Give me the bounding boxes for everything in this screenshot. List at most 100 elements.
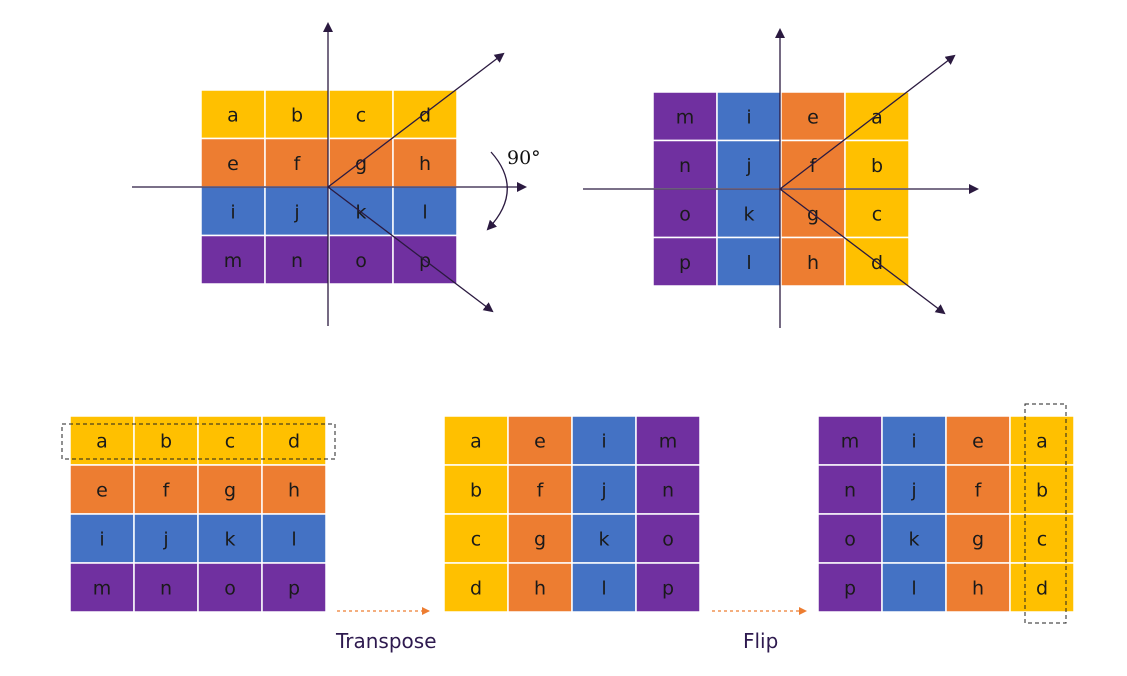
grid-cell — [264, 234, 330, 285]
grid-cell-label: i — [230, 201, 235, 223]
grid-cell — [817, 562, 883, 613]
grid-cell-label: i — [99, 529, 104, 551]
grid-cell-label: l — [422, 201, 427, 223]
grid-cell-label: c — [471, 529, 481, 551]
diagonal-axis-up — [779, 54, 956, 190]
grid-cell-label: m — [676, 106, 695, 128]
grid-cell — [507, 562, 573, 613]
grid-cell-label: m — [841, 431, 860, 453]
grid-cell — [844, 188, 910, 239]
grid-cell-label: l — [291, 529, 296, 551]
diagonal-axis-down — [327, 186, 494, 313]
grid-cell-label: g — [972, 529, 984, 551]
grid-cell-label: k — [908, 529, 919, 551]
grid-cell — [507, 464, 573, 515]
grid-cell-label: p — [662, 578, 674, 600]
grid-cell — [945, 562, 1011, 613]
grid-cell-label: p — [288, 578, 300, 600]
grid-cell-label: e — [534, 431, 546, 453]
grid-cell — [844, 91, 910, 142]
grid-cell-label: p — [679, 252, 691, 274]
grid-cell-label: h — [972, 578, 984, 600]
axes-rotated — [583, 28, 979, 328]
grid-cell-label: d — [419, 104, 431, 126]
grid-cell — [780, 236, 846, 287]
axes-original: 90° — [132, 22, 541, 326]
rotation-arrow — [486, 151, 508, 231]
grid-cell-label: k — [598, 529, 609, 551]
grid-cell — [443, 562, 509, 613]
grid-cell-label: m — [224, 250, 243, 272]
grid-cell — [261, 562, 327, 613]
grid-cell-label: j — [600, 480, 606, 502]
grid-cell-label: m — [93, 578, 112, 600]
grid-cell-label: m — [659, 431, 678, 453]
grid-cell — [200, 89, 266, 140]
grid-cell-label: j — [162, 529, 168, 551]
grid-cell-label: g — [534, 529, 546, 551]
grid-cell — [392, 186, 458, 237]
grid-cell-label: f — [975, 480, 983, 502]
rotation-angle-label: 90° — [507, 147, 541, 169]
grid-cell — [1009, 562, 1075, 613]
grid-cell — [881, 513, 947, 564]
grid-cell-label: j — [745, 155, 751, 177]
grid-cell — [507, 415, 573, 466]
grid-cell-label: e — [227, 153, 239, 175]
grid-cell — [69, 464, 135, 515]
grid-cell-label: c — [225, 431, 235, 453]
grid-cell — [328, 89, 394, 140]
grid-cell — [817, 464, 883, 515]
grid-cell-label: b — [1036, 480, 1048, 502]
grid-cell-label: b — [291, 104, 303, 126]
grid-cell — [1009, 513, 1075, 564]
grid-cell-label: a — [470, 431, 482, 453]
diagonal-axis-up — [327, 52, 505, 188]
grid-cell-label: d — [470, 578, 482, 600]
grid-cell-label: o — [355, 250, 367, 272]
grid-cell — [264, 89, 330, 140]
grid-cell — [69, 562, 135, 613]
grid-cell — [945, 513, 1011, 564]
grid-cell-label: j — [910, 480, 916, 502]
grid-cell-label: a — [96, 431, 108, 453]
grid-cell-label: g — [355, 153, 367, 175]
grid-cell-label: h — [419, 153, 431, 175]
grid-cell-label: n — [679, 155, 691, 177]
grid-cell-label: a — [227, 104, 239, 126]
grid-cell-label: f — [163, 480, 171, 502]
grid-cell — [635, 464, 701, 515]
grid-cell — [571, 562, 637, 613]
grid-cell-label: c — [356, 104, 366, 126]
grid-cell — [392, 89, 458, 140]
grid-cell-label: c — [872, 203, 882, 225]
grid-cell — [69, 513, 135, 564]
grid-cell — [571, 464, 637, 515]
grid-cell — [716, 236, 782, 287]
grid-cell-label: h — [807, 252, 819, 274]
highlight-last-column — [1024, 403, 1067, 624]
grid-cell-label: o — [224, 578, 236, 600]
grid-cell — [133, 415, 199, 466]
grid-cell-label: e — [972, 431, 984, 453]
grid-cell — [443, 464, 509, 515]
grid-cell — [133, 513, 199, 564]
grid-cell — [261, 513, 327, 564]
grid-cell — [264, 186, 330, 237]
grid-cell-label: f — [294, 153, 302, 175]
grid-cell-label: b — [160, 431, 172, 453]
grid-cell-label: o — [844, 529, 856, 551]
transpose-label: Transpose — [335, 629, 437, 653]
grid-cell-label: f — [810, 155, 818, 177]
grid-cell-label: l — [601, 578, 606, 600]
grid-cell — [780, 139, 846, 190]
grid-cell-label: o — [679, 203, 691, 225]
grid-cell-label: d — [1036, 578, 1048, 600]
grid-cell — [652, 236, 718, 287]
highlight-first-row — [61, 423, 336, 460]
grid-cell-label: i — [746, 106, 751, 128]
